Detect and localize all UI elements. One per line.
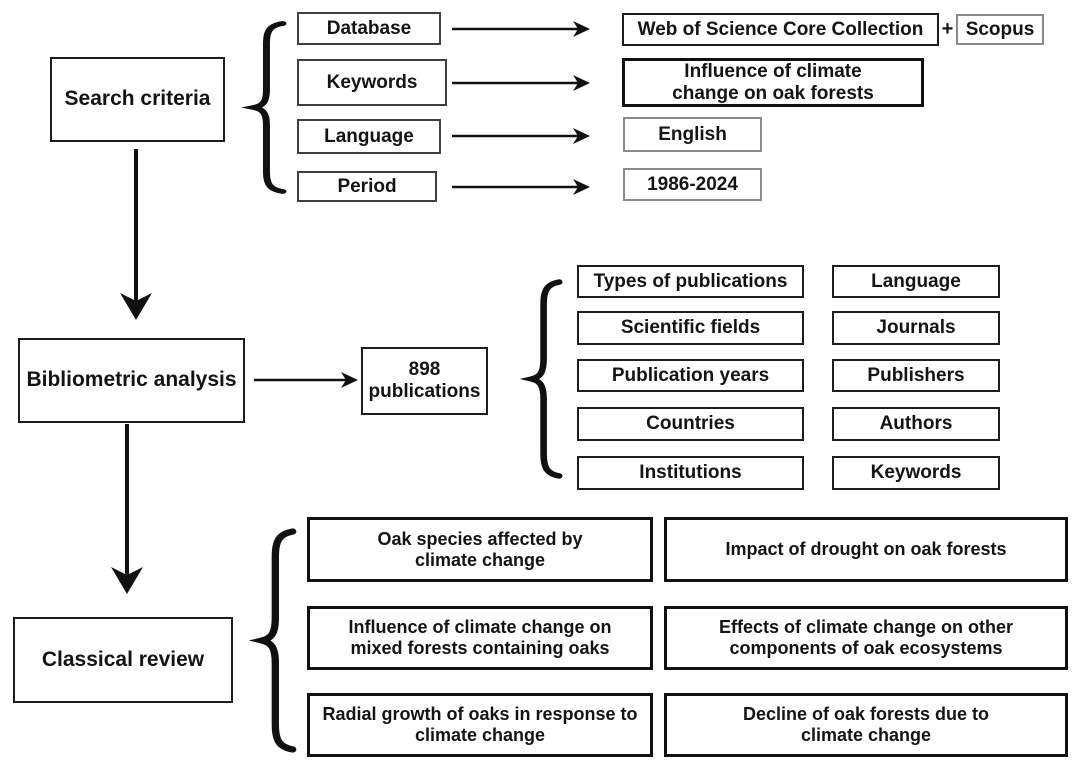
- topic-box-oak-decline: Decline of oak forests due to climate ch…: [664, 693, 1068, 757]
- topic-box-radial-growth: Radial growth of oaks in response to cli…: [307, 693, 653, 757]
- value-box-language: English: [623, 117, 762, 152]
- criteria-box-database: Database: [297, 12, 441, 45]
- brace-publications-icon: [519, 279, 563, 479]
- arrow-language-icon: [452, 128, 590, 144]
- brace-classical-review-icon: [248, 528, 297, 753]
- stage-box-bibliometric-analysis: Bibliometric analysis: [18, 338, 245, 423]
- criteria-box-language: Language: [297, 119, 441, 154]
- topic-box-mixed-forests: Influence of climate change on mixed for…: [307, 606, 653, 670]
- aspect-box-countries: Countries: [577, 407, 804, 441]
- arrow-bibliometric-to-review-icon: [111, 424, 143, 594]
- topic-box-drought-impact: Impact of drought on oak forests: [664, 517, 1068, 582]
- arrow-keywords-icon: [452, 75, 590, 91]
- arrow-period-icon: [452, 179, 590, 195]
- aspect-box-language: Language: [832, 265, 1000, 298]
- value-box-period: 1986-2024: [623, 168, 762, 201]
- aspect-box-keywords: Keywords: [832, 456, 1000, 490]
- topic-box-oak-species: Oak species affected by climate change: [307, 517, 653, 582]
- arrow-search-to-bibliometric-icon: [120, 149, 152, 320]
- value-box-keywords: Influence of climate change on oak fores…: [622, 58, 924, 107]
- aspect-box-types-of-publications: Types of publications: [577, 265, 804, 298]
- topic-box-ecosystem-effects: Effects of climate change on other compo…: [664, 606, 1068, 670]
- value-box-database: Web of Science Core Collection: [622, 13, 939, 46]
- publications-count-box: 898 publications: [361, 347, 488, 415]
- aspect-box-journals: Journals: [832, 311, 1000, 345]
- arrow-bibliometric-to-publications-icon: [254, 372, 358, 388]
- plus-sign: +: [941, 18, 954, 40]
- arrow-database-icon: [452, 21, 590, 37]
- aspect-box-institutions: Institutions: [577, 456, 804, 490]
- stage-box-classical-review: Classical review: [13, 617, 233, 703]
- aspect-box-scientific-fields: Scientific fields: [577, 311, 804, 345]
- aspect-box-authors: Authors: [832, 407, 1000, 441]
- aspect-box-publishers: Publishers: [832, 359, 1000, 392]
- value-box-database-extra: Scopus: [956, 14, 1044, 45]
- aspect-box-publication-years: Publication years: [577, 359, 804, 392]
- brace-search-criteria-icon: [241, 21, 287, 194]
- stage-box-search-criteria: Search criteria: [50, 57, 225, 142]
- criteria-box-period: Period: [297, 171, 437, 202]
- criteria-box-keywords: Keywords: [297, 59, 447, 106]
